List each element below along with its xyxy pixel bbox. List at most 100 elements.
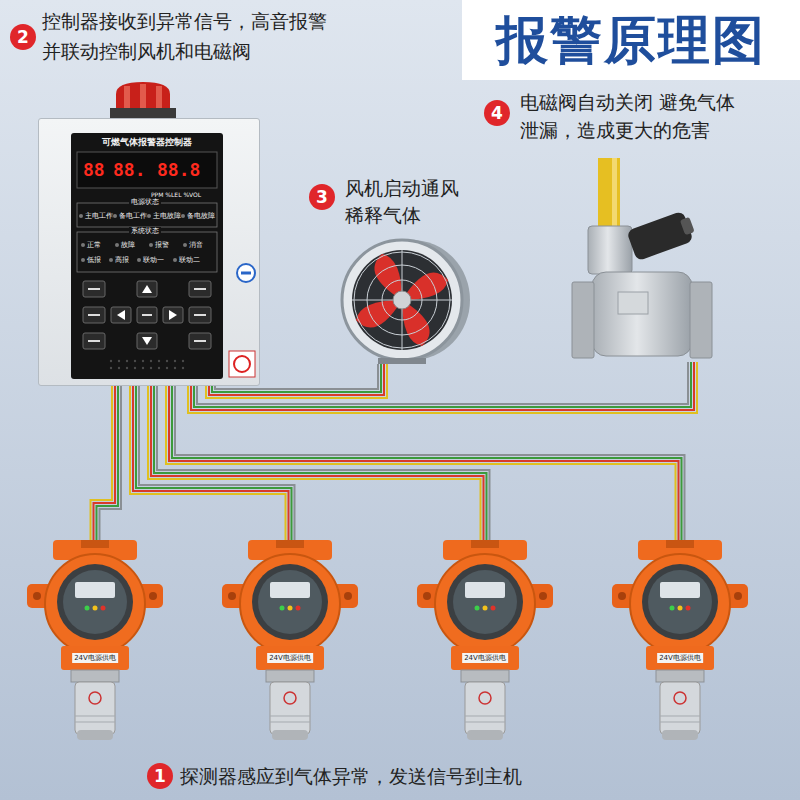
- svg-shape: [75, 716, 115, 717]
- svg-shape: [241, 272, 251, 275]
- group-heading: 电源状态: [129, 198, 161, 207]
- digit-display: 88.: [113, 159, 146, 181]
- svg-shape: [467, 730, 503, 740]
- svg-shape: [81, 540, 109, 548]
- svg-shape: [660, 682, 700, 734]
- svg-shape: [237, 264, 255, 282]
- callout-text: 风机启动通风 稀释气体: [345, 175, 467, 229]
- svg-shape: [447, 564, 523, 640]
- svg-shape: [378, 358, 426, 364]
- svg-shape: [39, 119, 261, 387]
- svg-shape: [150, 367, 152, 369]
- svg-shape: [174, 360, 176, 362]
- status-label: 故障: [121, 241, 135, 250]
- svg-shape: [660, 722, 700, 723]
- status-label: 主电故障: [153, 212, 181, 221]
- svg-shape: [134, 360, 136, 362]
- svg-shape: [182, 367, 184, 369]
- svg-shape: [126, 360, 128, 362]
- callout-text: 电磁阀自动关闭 避免气体 泄漏，造成更大的危害: [520, 88, 744, 144]
- svg-shape: [156, 86, 162, 108]
- svg-shape: [197, 362, 688, 404]
- svg-shape: [435, 554, 535, 654]
- status-label: 正常: [87, 241, 101, 250]
- svg-shape: [166, 367, 168, 369]
- svg-shape: [266, 670, 314, 682]
- svg-shape: [147, 214, 151, 218]
- svg-shape: [572, 282, 594, 358]
- svg-shape: [137, 258, 141, 262]
- svg-shape: [465, 682, 505, 734]
- digit-display: 88.8: [157, 159, 200, 181]
- svg-shape: [491, 606, 496, 611]
- svg-shape: [475, 606, 480, 611]
- svg-shape: [137, 281, 157, 297]
- svg-shape: [115, 243, 119, 247]
- svg-shape: [256, 646, 324, 670]
- callout-text: 控制器接收到异常信号，高音报警 并联动控制风机和电磁阀: [42, 6, 342, 66]
- svg-shape: [734, 592, 742, 600]
- svg-shape: [686, 606, 691, 611]
- svg-shape: [588, 226, 632, 274]
- svg-shape: [461, 670, 509, 682]
- group-heading: 系统状态: [129, 227, 161, 236]
- svg-shape: [71, 133, 223, 379]
- svg-shape: [229, 351, 255, 377]
- svg-shape: [270, 582, 310, 598]
- svg-shape: [110, 367, 112, 369]
- svg-shape: [77, 232, 217, 272]
- svg-shape: [33, 592, 41, 600]
- power-label: 24V电源供电: [657, 653, 703, 663]
- svg-shape: [342, 240, 462, 360]
- svg-shape: [110, 360, 184, 369]
- gas-detector: 24V电源供电: [220, 540, 360, 750]
- svg-shape: [25, 540, 165, 750]
- svg-shape: [75, 682, 115, 734]
- svg-shape: [352, 250, 452, 350]
- svg-shape: [109, 258, 113, 262]
- svg-shape: [678, 606, 683, 611]
- svg-shape: [194, 340, 206, 342]
- svg-shape: [612, 158, 617, 230]
- svg-shape: [288, 606, 293, 611]
- svg-shape: [240, 554, 340, 654]
- status-label: 主电工作: [85, 212, 113, 221]
- svg-shape: [134, 367, 136, 369]
- power-label: 24V电源供电: [267, 653, 313, 663]
- svg-shape: [71, 670, 119, 682]
- svg-shape: [539, 592, 547, 600]
- svg-shape: [618, 292, 648, 314]
- svg-shape: [646, 646, 714, 670]
- svg-shape: [680, 217, 695, 235]
- svg-shape: [662, 730, 698, 740]
- status-label: 联动一: [143, 256, 164, 265]
- svg-shape: [88, 288, 100, 290]
- svg-shape: [110, 360, 112, 362]
- svg-shape: [88, 314, 100, 316]
- svg-shape: [175, 386, 685, 540]
- gas-detector: 24V电源供电: [25, 540, 165, 750]
- svg-shape: [670, 606, 675, 611]
- svg-shape: [626, 209, 697, 261]
- svg-shape: [126, 367, 128, 369]
- svg-shape: [172, 386, 682, 540]
- svg-shape: [270, 716, 310, 717]
- svg-shape: [100, 386, 122, 540]
- svg-shape: [124, 86, 130, 108]
- svg-shape: [598, 158, 620, 230]
- svg-shape: [83, 307, 105, 323]
- svg-shape: [142, 367, 144, 369]
- svg-shape: [158, 367, 160, 369]
- svg-shape: [674, 692, 686, 704]
- svg-shape: [61, 646, 129, 670]
- svg-shape: [116, 82, 170, 110]
- panel-title: 可燃气体报警器控制器: [71, 137, 223, 148]
- svg-shape: [189, 333, 211, 349]
- svg-shape: [79, 214, 83, 218]
- callout-text: 探测器感应到气体异常，发送信号到主机: [180, 762, 522, 790]
- svg-shape: [150, 360, 152, 362]
- gas-detector: 24V电源供电: [415, 540, 555, 750]
- status-label: 联动二: [179, 256, 200, 265]
- svg-shape: [111, 307, 131, 323]
- svg-shape: [140, 84, 146, 108]
